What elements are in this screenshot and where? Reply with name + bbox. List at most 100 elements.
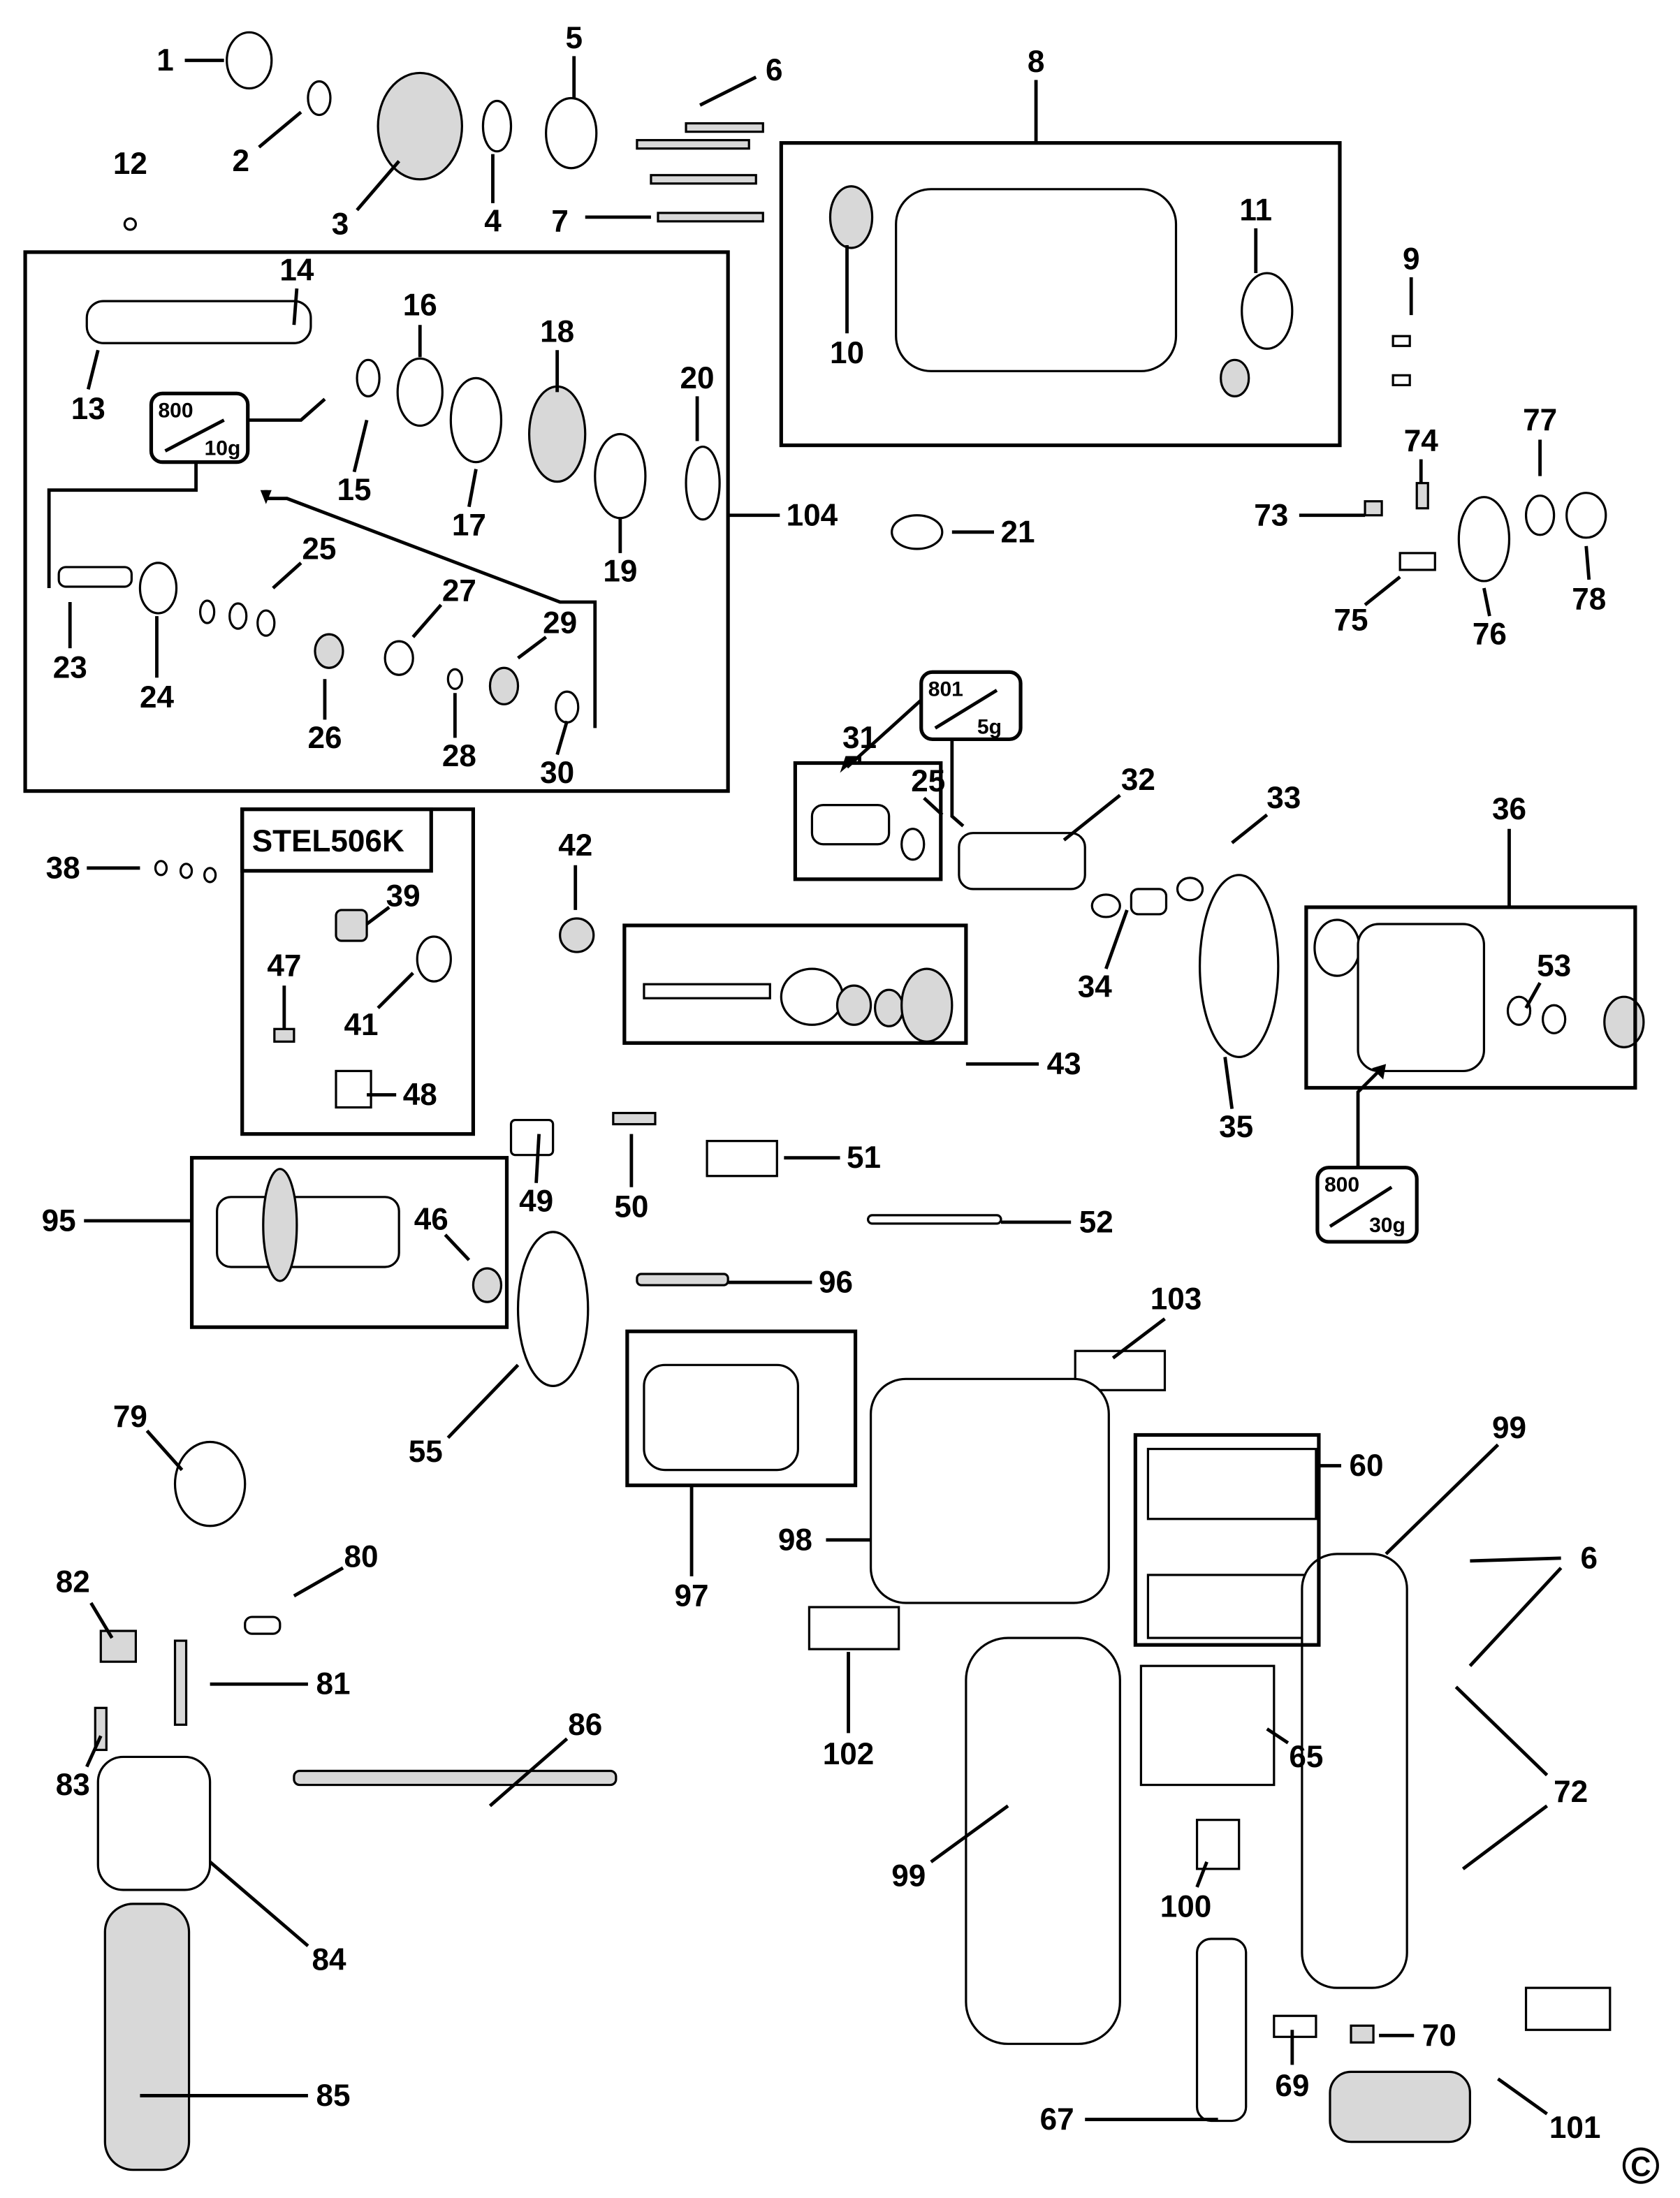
callout-73: 73 (1254, 498, 1288, 532)
part-illustration (1130, 888, 1168, 916)
callout-27: 27 (442, 573, 476, 608)
leader-line (1266, 1727, 1290, 1745)
part-illustration (138, 562, 178, 615)
leader-line (444, 1233, 471, 1261)
part-illustration (1195, 1937, 1248, 2123)
copyright-mark: C (1622, 2147, 1659, 2184)
callout-19: 19 (603, 554, 637, 588)
part-illustration (1565, 492, 1607, 539)
part-illustration (685, 445, 721, 521)
callout-1: 1 (156, 43, 174, 78)
lubricant-amount: 10g (205, 437, 241, 460)
part-illustration (810, 804, 891, 846)
part-illustration (85, 300, 312, 344)
callout-53: 53 (1537, 949, 1571, 983)
part-illustration (226, 31, 273, 90)
part-illustration (1146, 1447, 1317, 1521)
part-illustration (509, 1118, 555, 1157)
part-illustration (828, 185, 874, 249)
leader-line (488, 1737, 569, 1808)
leader-line (1364, 576, 1401, 606)
leader-line (1468, 1567, 1563, 1667)
part-illustration (293, 1769, 618, 1787)
leader-line (145, 1429, 184, 1472)
part-illustration (869, 1377, 1110, 1604)
leader-line (1385, 1443, 1500, 1555)
leader-line (1062, 793, 1121, 842)
callout-51: 51 (847, 1141, 881, 1175)
leader-line (1454, 1685, 1549, 1777)
assembly-box-97 (625, 1329, 858, 1488)
leader-line (411, 603, 443, 638)
callout-80: 80 (344, 1539, 379, 1574)
part-illustration (179, 863, 193, 879)
callout-42: 42 (558, 828, 592, 863)
callout-13: 13 (71, 392, 105, 426)
callout-104: 104 (787, 498, 838, 532)
part-illustration (559, 917, 595, 953)
part-illustration (643, 1363, 799, 1472)
lubricant-amount: 30g (1369, 1214, 1405, 1237)
part-illustration (273, 1027, 295, 1043)
parts-layer (57, 31, 1645, 2171)
callout-47: 47 (267, 949, 301, 983)
callout-102: 102 (823, 1737, 875, 1771)
lubricant-box-1: 800 10g (47, 391, 597, 728)
part-illustration (958, 832, 1086, 891)
leader-line (209, 1860, 309, 1947)
leader-line (467, 469, 478, 508)
callout-65: 65 (1289, 1740, 1323, 1774)
assembly-box-31 (793, 761, 943, 881)
part-illustration (900, 828, 926, 861)
callout-95: 95 (42, 1203, 76, 1238)
assembly-box-60 (1133, 1433, 1321, 1647)
part-illustration (335, 909, 368, 942)
assembly-box-8 (779, 141, 1342, 448)
leader-line (292, 288, 299, 325)
part-illustration (103, 1903, 191, 2171)
leader-line (517, 636, 548, 660)
part-illustration (356, 358, 381, 398)
part-illustration (1313, 918, 1361, 977)
part-illustration (643, 983, 771, 999)
part-illustration (1364, 500, 1383, 517)
callout-14: 14 (279, 254, 314, 288)
callout-82: 82 (56, 1565, 90, 1599)
callout-49: 49 (519, 1184, 553, 1218)
leader-line (446, 1363, 520, 1439)
callout-85: 85 (316, 2079, 350, 2113)
part-illustration (965, 1636, 1121, 2045)
leader-line (85, 1735, 103, 1768)
callout-101: 101 (1549, 2111, 1601, 2145)
callout-60: 60 (1350, 1449, 1384, 1483)
part-illustration (123, 217, 138, 231)
part-illustration (1195, 1819, 1241, 1870)
part-illustration (57, 566, 133, 588)
part-illustration (307, 80, 332, 117)
callout-43: 43 (1047, 1047, 1081, 1081)
part-illustration (1220, 358, 1250, 398)
callout-36: 36 (1492, 792, 1526, 826)
part-illustration (685, 122, 764, 133)
part-illustration (377, 71, 463, 181)
callout-7: 7 (551, 204, 569, 238)
lubricant-code: 800 (1324, 1173, 1359, 1196)
kit-label-box (240, 807, 433, 873)
part-illustration (154, 860, 168, 877)
part-illustration (1198, 874, 1280, 1058)
part-illustration (866, 1214, 1002, 1225)
leader-line (356, 160, 401, 212)
grease-gun-icon (934, 689, 998, 730)
lubricant-code: 800 (158, 399, 193, 422)
lubricant-box-3: 800 30g (1315, 1064, 1419, 1244)
callout-99: 99 (891, 1859, 926, 1893)
part-illustration (262, 1168, 298, 1282)
callout-12: 12 (113, 147, 147, 181)
kit-label: STEL506K (252, 824, 404, 858)
callout-11: 11 (1239, 193, 1272, 227)
part-illustration (650, 174, 757, 185)
lubricant-amount: 5g (977, 715, 1002, 738)
part-illustration (256, 609, 276, 637)
callout-3: 3 (332, 207, 349, 241)
